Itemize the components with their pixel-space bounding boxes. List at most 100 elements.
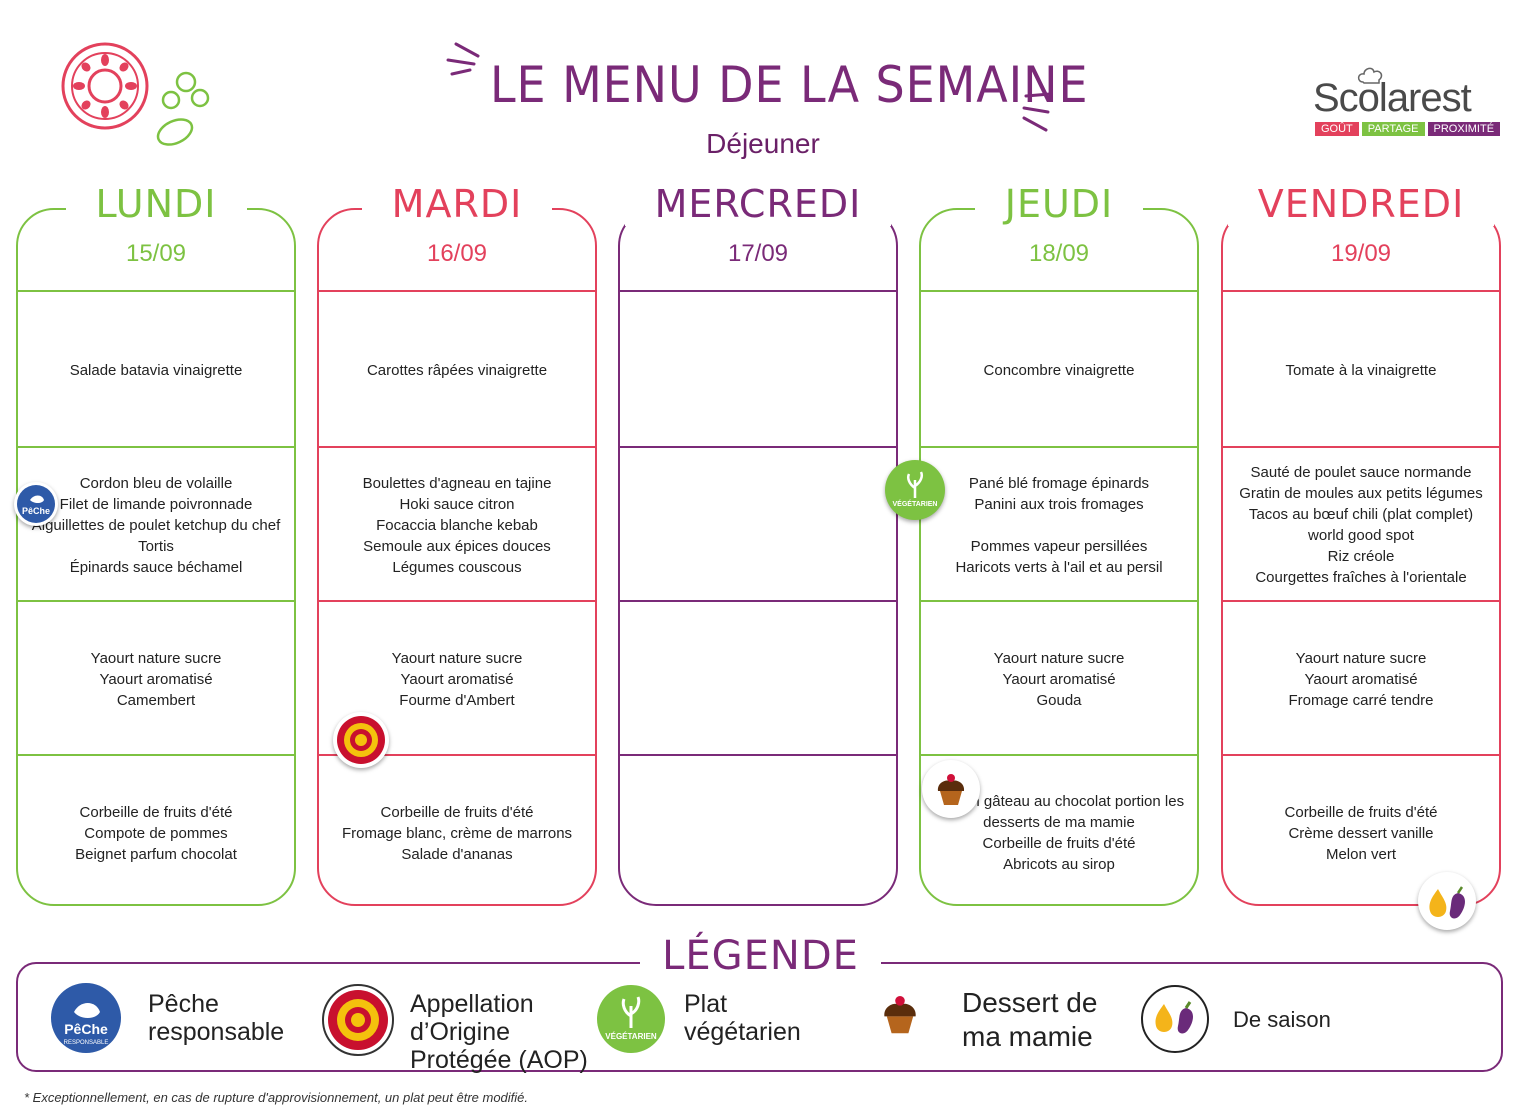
course-separator — [620, 754, 896, 756]
page-title: LE MENU DE LA SEMAINE — [490, 56, 1089, 114]
menu-item: Camembert — [116, 691, 196, 709]
menu-item: Crème dessert vanille — [1288, 824, 1434, 842]
menu-item: Yaourt nature sucre — [391, 649, 523, 667]
course-items: Le bon gâteau au chocolat portion les de… — [929, 791, 1189, 875]
menu-item: Salade d'ananas — [401, 845, 513, 863]
course-separator — [18, 290, 294, 292]
course-items: Concombre vinaigrette — [984, 360, 1135, 381]
course-cell: Salade batavia vinaigrette — [18, 292, 294, 448]
day-date: 18/09 — [1028, 240, 1090, 267]
day-name-text: MERCREDI — [624, 182, 892, 226]
menu-item: Légumes couscous — [392, 558, 522, 576]
menu-item: Abricots au sirop — [1003, 856, 1115, 873]
svg-text:PêChe: PêChe — [64, 1021, 108, 1037]
menu-item: Compote de pommes — [84, 824, 228, 842]
brand-tag-proximite: PROXIMITÉ — [1427, 122, 1501, 136]
menu-item: Yaourt nature sucre — [993, 649, 1125, 667]
course-separator — [921, 600, 1197, 602]
course-cell: Tomate à la vinaigrette — [1223, 292, 1499, 448]
course-separator — [319, 446, 595, 448]
day-date: 16/09 — [426, 240, 488, 267]
day-name: VENDREDI — [1223, 182, 1499, 226]
menu-item: Melon vert — [1325, 845, 1396, 863]
menu-item: Corbeille de fruits d'été — [380, 803, 534, 821]
brand-name: Scolarest — [1313, 76, 1472, 120]
menu-item: Haricots verts à l'ail et au persil — [955, 558, 1163, 576]
course-separator — [921, 446, 1197, 448]
day-name: MARDI — [319, 182, 595, 226]
course-cell — [620, 756, 896, 910]
course-separator — [620, 600, 896, 602]
course-items: Salade batavia vinaigrette — [70, 360, 243, 381]
menu-item: Yaourt nature sucre — [90, 649, 222, 667]
chef-hat-icon — [1357, 67, 1383, 84]
course-separator — [921, 754, 1197, 756]
menu-item: Corbeille de fruits d'été — [982, 835, 1136, 852]
menu-item: Gouda — [1036, 691, 1082, 709]
seasonal-badge — [1418, 872, 1476, 930]
menu-item: Yaourt aromatisé — [1002, 670, 1116, 688]
peche-responsable-badge: PêChe — [14, 482, 58, 526]
title-dashes-right — [1022, 92, 1052, 132]
day-name: JEUDI — [921, 182, 1197, 226]
legend-aop-icon — [322, 984, 394, 1056]
menu-item: Focaccia blanche kebab — [376, 516, 538, 534]
menu-item: Aiguillettes de poulet ketchup du chef — [31, 516, 281, 534]
day-name-text: JEUDI — [974, 182, 1144, 226]
course-cell — [620, 448, 896, 602]
course-separator — [18, 754, 294, 756]
menu-item: Yaourt aromatisé — [400, 670, 514, 688]
course-separator — [319, 290, 595, 292]
course-cell: Le bon gâteau au chocolat portion les de… — [921, 756, 1197, 910]
menu-item: Carottes râpées vinaigrette — [366, 361, 548, 379]
meal-subtitle: Déjeuner — [706, 128, 820, 159]
course-items: Tomate à la vinaigrette — [1286, 360, 1437, 381]
course-items: Carottes râpées vinaigrette — [367, 360, 547, 381]
course-separator — [1223, 446, 1499, 448]
menu-item: Semoule aux épices douces — [363, 537, 551, 555]
legend-label-mamie: Dessert de ma mamie — [962, 987, 1098, 1052]
course-separator — [18, 446, 294, 448]
menu-item: Sauté de poulet sauce normande — [1250, 464, 1472, 481]
course-separator — [319, 754, 595, 756]
course-separator — [620, 290, 896, 292]
menu-item: Yaourt aromatisé — [1304, 670, 1418, 688]
menu-item: Pané blé fromage épinards — [968, 474, 1150, 492]
course-cell — [620, 602, 896, 756]
day-name-text: LUNDI — [65, 182, 247, 226]
vegetarien-badge: VÉGÉTARIEN — [885, 460, 945, 520]
course-separator — [1223, 754, 1499, 756]
day-date: 15/09 — [125, 240, 187, 267]
footnote: * Exceptionnellement, en cas de rupture … — [24, 1090, 529, 1105]
menu-item: Corbeille de fruits d'été — [79, 803, 233, 821]
aop-badge — [333, 712, 389, 768]
menu-item: Tacos au bœuf chili (plat complet) world… — [1248, 506, 1474, 544]
menu-item: Pommes vapeur persillées — [970, 537, 1148, 555]
legend-label-aop: Appellation d’Origine Protégée (AOP) — [410, 990, 588, 1074]
legend-label-vege: Plat végétarien — [684, 990, 801, 1046]
menu-item: Filet de limande poivronnade — [59, 495, 253, 513]
tomato-illustration — [61, 42, 210, 146]
legend-seasonal-icon — [1140, 984, 1210, 1054]
menu-item: Hoki sauce citron — [399, 495, 515, 513]
day-name: LUNDI — [18, 182, 294, 226]
course-separator — [1223, 290, 1499, 292]
svg-text:VÉGÉTARIEN: VÉGÉTARIEN — [893, 499, 938, 508]
menu-item: Fourme d'Ambert — [399, 691, 515, 709]
